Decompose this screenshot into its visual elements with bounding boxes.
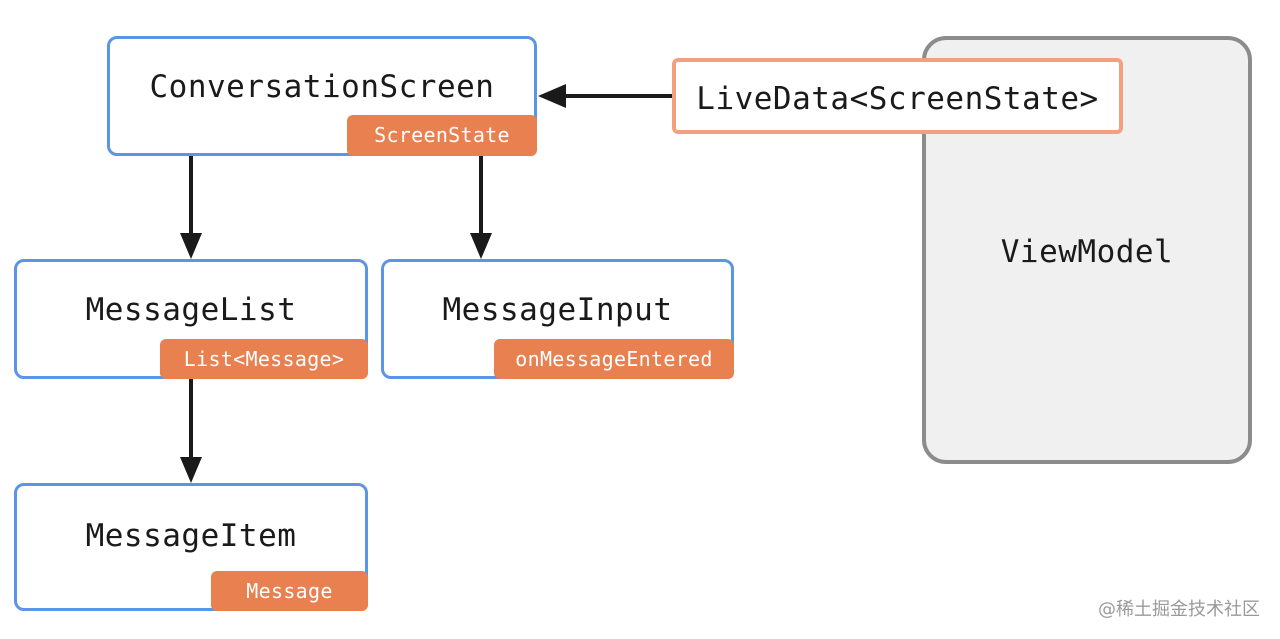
arrowhead-livedata-to-conversation-screen bbox=[538, 84, 566, 108]
screen-state-tag: ScreenState bbox=[347, 115, 537, 156]
viewmodel-label: ViewModel bbox=[1000, 234, 1174, 270]
watermark: @稀土掘金技术社区 bbox=[1098, 599, 1260, 620]
livedata-label: LiveData<ScreenState> bbox=[696, 81, 1099, 117]
message-list-label: MessageList bbox=[85, 292, 297, 328]
conversation-screen-node: ConversationScreen ScreenState bbox=[107, 36, 537, 156]
message-item-node: MessageItem Message bbox=[14, 483, 368, 611]
arrowhead-message-list-to-message-item bbox=[180, 457, 202, 483]
message-item-label: MessageItem bbox=[85, 518, 297, 554]
livedata-box: LiveData<ScreenState> bbox=[672, 58, 1123, 134]
arrowhead-conversation-screen-to-message-input bbox=[470, 233, 492, 259]
message-input-label: MessageInput bbox=[442, 292, 673, 328]
list-message-tag: List<Message> bbox=[160, 339, 368, 379]
message-input-node: MessageInput onMessageEntered bbox=[381, 259, 734, 379]
on-message-entered-tag: onMessageEntered bbox=[494, 339, 734, 379]
message-list-node: MessageList List<Message> bbox=[14, 259, 368, 379]
message-tag: Message bbox=[211, 571, 368, 611]
arrowhead-conversation-screen-to-message-list bbox=[180, 233, 202, 259]
conversation-screen-label: ConversationScreen bbox=[149, 69, 495, 105]
